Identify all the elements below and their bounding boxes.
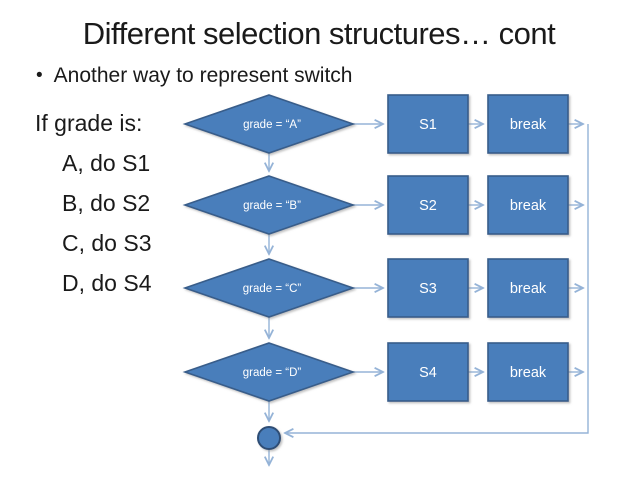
break-3: break (487, 258, 569, 318)
break-box (487, 258, 569, 318)
decision-grade-b: grade = “B” (182, 175, 356, 235)
connectors (269, 124, 589, 465)
decision-diamond (182, 258, 356, 318)
break-box (487, 94, 569, 154)
decision-grade-c: grade = “C” (182, 258, 356, 318)
bullet-icon: • (36, 65, 43, 86)
process-s2: S2 (387, 175, 469, 235)
break-label: break (510, 365, 547, 381)
grade-case-line: A, do S1 (62, 150, 151, 176)
process-s3: S3 (387, 258, 469, 318)
process-box (387, 342, 469, 402)
process-box (387, 258, 469, 318)
bullet-text: Another way to represent switch (53, 64, 353, 87)
break-2: break (487, 175, 569, 235)
decision-label: grade = “C” (243, 283, 302, 295)
decision-diamond (182, 342, 356, 402)
grade-case-line: C, do S3 (62, 230, 152, 256)
process-s4: S4 (387, 342, 469, 402)
junction-circle (257, 426, 281, 450)
grade-mapping-text: If grade is: A, do S1 B, do S2 C, do S3 … (35, 103, 152, 303)
grade-case-line: B, do S2 (62, 190, 151, 216)
decision-grade-a: grade = “A” (182, 94, 356, 154)
break-box (487, 175, 569, 235)
decision-diamond (182, 94, 356, 154)
break-1: break (487, 94, 569, 154)
decision-grade-d: grade = “D” (182, 342, 356, 402)
break-label: break (510, 281, 547, 297)
process-s1: S1 (387, 94, 469, 154)
process-box (387, 94, 469, 154)
decision-diamond (182, 175, 356, 235)
bullet-item: • Another way to represent switch (36, 64, 352, 88)
break-box (487, 342, 569, 402)
connector-collector-junction (285, 124, 589, 433)
decision-label: grade = “B” (243, 200, 301, 212)
break-label: break (510, 117, 547, 133)
process-label: S2 (419, 198, 437, 214)
decision-label: grade = “D” (243, 367, 302, 379)
process-label: S4 (419, 365, 437, 381)
break-label: break (510, 198, 547, 214)
grade-case-line: D, do S4 (62, 270, 152, 296)
shapes: grade = “A” grade = “B” grade = “C” grad… (182, 94, 569, 450)
break-4: break (487, 342, 569, 402)
process-label: S3 (419, 281, 437, 297)
process-label: S1 (419, 117, 437, 133)
grade-intro-line: If grade is: (35, 110, 143, 136)
decision-label: grade = “A” (243, 119, 301, 131)
process-box (387, 175, 469, 235)
slide-title: Different selection structures… cont (82, 16, 556, 51)
